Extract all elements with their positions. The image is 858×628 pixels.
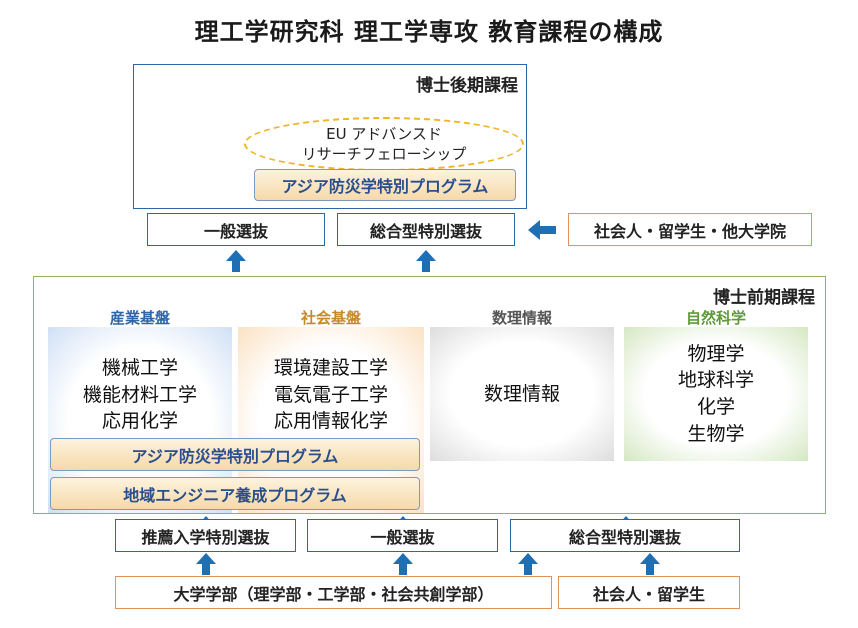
- regional-engineer-program: 地域エンジニア養成プログラム: [50, 477, 420, 510]
- field-item: 物理学: [687, 342, 745, 365]
- masters-asia-disaster-program: アジア防災学特別プログラム: [50, 438, 420, 471]
- doctoral-course-label: 博士後期課程: [416, 76, 518, 96]
- up-arrow-icon: [196, 553, 216, 575]
- field-math-info-panel: 数理情報: [430, 327, 614, 461]
- masters-comprehensive-selection: 総合型特別選抜: [510, 519, 740, 552]
- field-item: 応用化学: [101, 410, 178, 433]
- page-title: 理工学研究科 理工学専攻 教育課程の構成: [194, 18, 664, 46]
- field-item: 環境建設工学: [273, 357, 388, 379]
- field-item: 生物学: [687, 422, 745, 445]
- field-header-math-info: 数理情報: [491, 309, 552, 327]
- recommendation-selection: 推薦入学特別選抜: [115, 519, 296, 552]
- field-item: 数理情報: [483, 382, 560, 405]
- field-item: 化学: [696, 396, 735, 418]
- up-arrow-icon: [393, 553, 413, 575]
- field-natural-science-panel: 物理学 地球科学 化学 生物学: [624, 327, 808, 461]
- doctoral-comprehensive-selection: 総合型特別選抜: [337, 213, 515, 246]
- up-arrow-icon: [226, 250, 246, 272]
- working-international-source: 社会人・留学生: [558, 576, 740, 609]
- field-item: 機能材料工学: [82, 383, 197, 406]
- field-header-natural-science: 自然科学: [685, 309, 746, 327]
- up-arrow-icon: [640, 553, 660, 575]
- field-item: 応用情報化学: [273, 410, 388, 433]
- doctoral-applicant-source: 社会人・留学生・他大学院: [568, 213, 812, 246]
- masters-course-box: 博士前期課程 産業基盤 社会基盤 数理情報 自然科学 機械工学 機能材料工学 応…: [33, 276, 826, 514]
- field-header-industrial: 産業基盤: [109, 309, 170, 327]
- field-item: 地球科学: [677, 369, 754, 392]
- left-arrow-icon: [528, 220, 556, 240]
- doctoral-course-box: 博士後期課程 EU アドバンスド リサーチフェローシップ アジア防災学特別プログ…: [133, 64, 527, 209]
- field-header-social: 社会基盤: [300, 309, 361, 327]
- field-item: 機械工学: [101, 357, 178, 379]
- university-faculties-source: 大学学部（理学部・工学部・社会共創学部）: [115, 576, 552, 609]
- field-item: 電気電子工学: [273, 383, 388, 406]
- doctoral-asia-disaster-program: アジア防災学特別プログラム: [254, 169, 516, 201]
- up-arrow-icon: [416, 250, 436, 272]
- masters-general-selection: 一般選抜: [307, 519, 498, 552]
- up-arrow-icon: [518, 553, 538, 575]
- eu-fellowship-line2: リサーチフェローシップ: [301, 145, 467, 163]
- masters-course-label: 博士前期課程: [713, 288, 815, 308]
- eu-fellowship-line1: EU アドバンスド: [326, 124, 442, 143]
- doctoral-general-selection: 一般選抜: [147, 213, 325, 246]
